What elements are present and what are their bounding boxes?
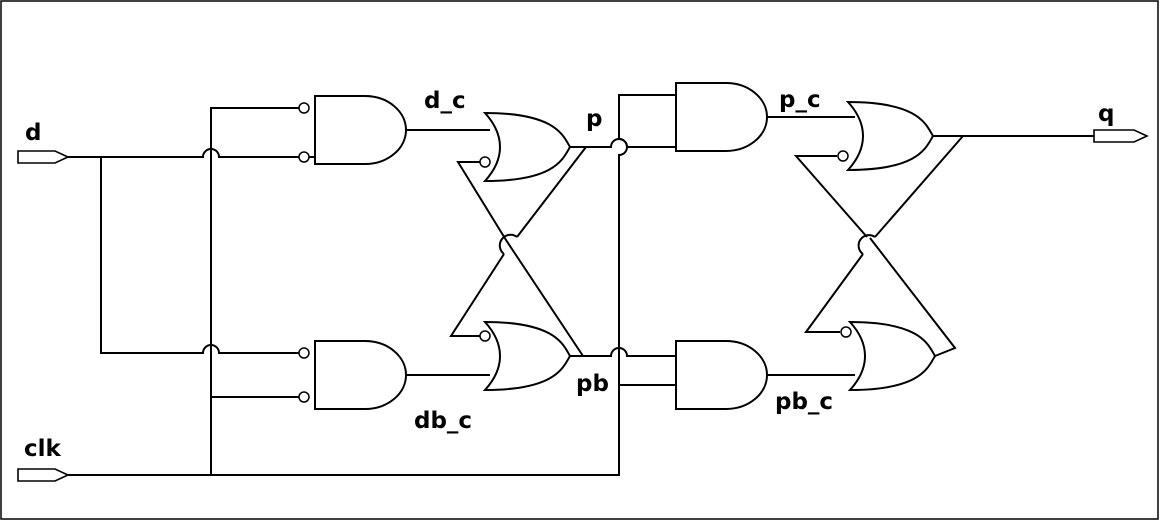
inverter-bubble	[837, 150, 849, 162]
or-gate-q	[837, 100, 935, 172]
output-port-q: q	[1093, 101, 1149, 143]
wire-qb	[793, 155, 957, 357]
net-label-pb-c: pb_c	[775, 389, 833, 415]
output-port-q-label: q	[1098, 101, 1114, 127]
or-gate-qb	[840, 320, 937, 392]
input-port-clk-label: clk	[24, 436, 62, 462]
or-gate-p	[479, 111, 572, 183]
net-label-p: p	[586, 106, 602, 132]
wire-p	[449, 138, 676, 337]
inverter-bubble	[298, 347, 310, 359]
inverter-bubble	[298, 102, 310, 114]
input-port-d-label: d	[25, 120, 41, 146]
and-gate-db-c	[298, 340, 407, 410]
net-label-db-c: db_c	[414, 408, 472, 434]
output-port-q-symbol	[1093, 129, 1149, 143]
input-port-d-symbol	[17, 150, 70, 164]
wire-d	[68, 148, 315, 354]
input-port-d: d	[17, 120, 70, 164]
inverter-bubble	[479, 330, 491, 342]
input-port-clk-symbol	[17, 468, 70, 482]
and-gate-d-c	[298, 95, 407, 165]
and-gate-pb-c	[675, 340, 768, 410]
net-label-pb: pb	[576, 371, 609, 397]
inverter-bubble	[298, 151, 310, 163]
or-gate-pb	[479, 320, 572, 392]
and-gate-p-c	[675, 82, 768, 152]
wire-pb	[456, 161, 676, 357]
net-label-p-c: p_c	[779, 87, 821, 113]
net-label-d-c: d_c	[424, 88, 466, 114]
inverter-bubble	[479, 156, 491, 168]
input-port-clk: clk	[17, 436, 70, 482]
inverter-bubble	[298, 391, 310, 403]
wire-clk	[68, 94, 676, 476]
inverter-bubble	[840, 326, 852, 338]
wire-q	[804, 135, 1094, 333]
